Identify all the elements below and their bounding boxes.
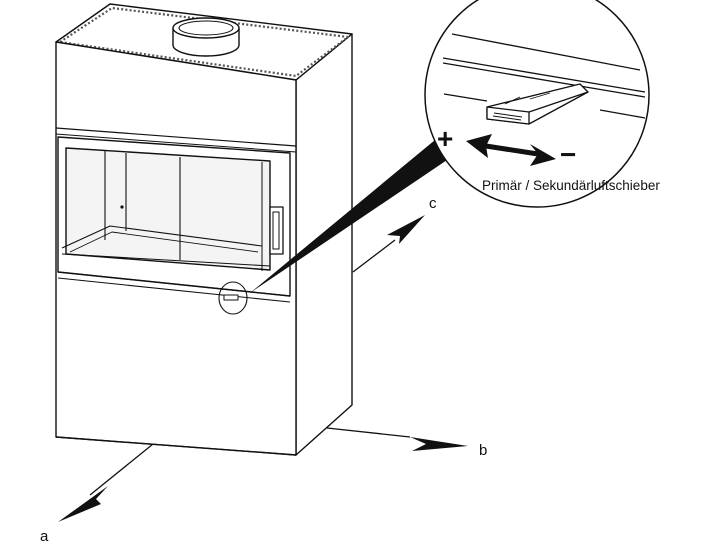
axis-a-label: a — [40, 528, 49, 545]
axis-c-arrowhead — [387, 215, 425, 244]
minus-sign: − — [560, 139, 576, 170]
air-slider-location-circle — [218, 281, 248, 315]
axis-c-label: c — [429, 195, 437, 212]
top-dotted-edge — [59, 6, 350, 78]
callout-beam — [250, 140, 450, 293]
arrow-head-minus — [530, 144, 556, 166]
stove — [55, 3, 353, 456]
axis-a: a — [40, 439, 159, 545]
stove-side-panel — [295, 33, 353, 456]
axis-b: b — [326, 427, 487, 459]
air-slider-handle — [486, 83, 589, 125]
arrow-head-plus — [466, 134, 492, 158]
axis-a-arrowhead — [58, 486, 108, 522]
flue-collar — [172, 17, 240, 57]
door-handle — [269, 206, 284, 255]
axis-b-arrowhead — [410, 437, 468, 451]
air-slider-small — [223, 294, 239, 301]
door-glass — [65, 147, 271, 271]
axis-c: c — [352, 195, 437, 273]
plus-sign: + — [437, 123, 453, 154]
air-slider-label: Primär / Sekundärluftschieber — [482, 178, 660, 193]
detail-view: + − Primär / Sekundärluftschieber — [424, 0, 660, 208]
detail-stove-edge — [442, 33, 646, 119]
axis-b-label: b — [479, 442, 487, 459]
adjust-arrow — [466, 134, 556, 166]
